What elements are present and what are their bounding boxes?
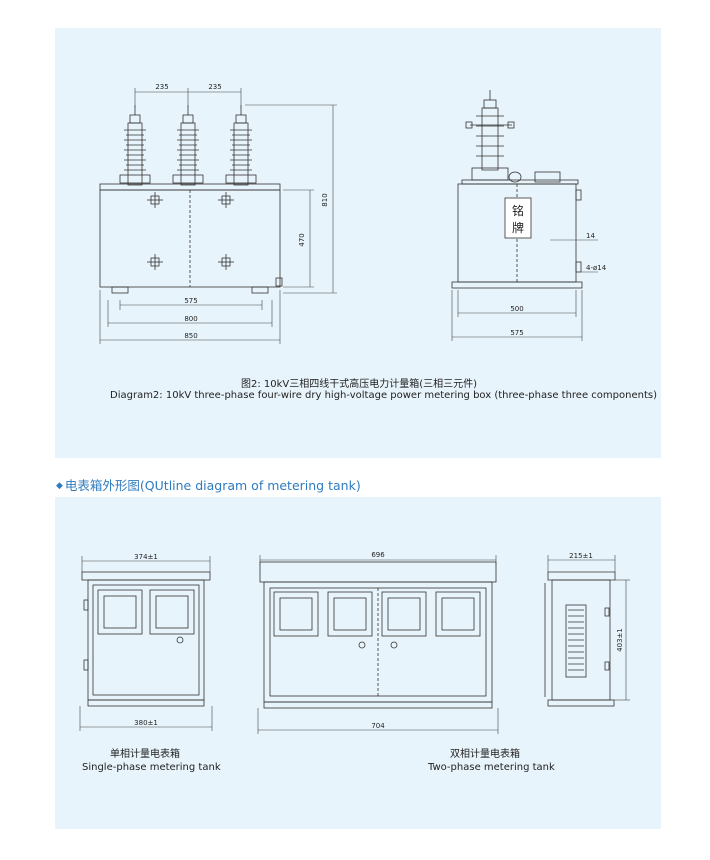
insulator-middle <box>172 105 204 186</box>
single-caption-cn: 单相计量电表箱 <box>110 749 180 760</box>
tank-side-view <box>544 571 616 707</box>
side-view-dimensions <box>451 239 598 341</box>
insulator-right <box>225 105 257 186</box>
two-phase-caption-en: Two-phase metering tank <box>428 762 555 773</box>
nameplate-char-2: 牌 <box>512 221 524 235</box>
dim-height-810: 810 <box>321 193 329 206</box>
single-bottom-dim: 380±1 <box>134 719 158 727</box>
two-phase-bottom-dim: 704 <box>371 722 385 730</box>
single-phase-dimensions <box>79 556 213 731</box>
dim-spacing-b: 235 <box>208 83 221 91</box>
front-view-metering-box <box>99 105 283 294</box>
tank-side-dimensions <box>547 555 630 701</box>
single-caption-en: Single-phase metering tank <box>82 762 221 773</box>
bottom-figure-panel <box>55 497 661 829</box>
top-caption-cn: 图2: 10kV三相四线干式高压电力计量箱(三相三元件) <box>241 379 478 390</box>
dim-width-850: 850 <box>184 332 197 340</box>
side-dim-500: 500 <box>510 305 523 313</box>
two-phase-dimensions <box>257 555 499 734</box>
two-phase-top-dim: 696 <box>371 551 385 559</box>
section-heading: ◆电表箱外形图(QUtline diagram of metering tank… <box>56 475 361 494</box>
dim-width-575: 575 <box>184 297 197 305</box>
dim-width-800: 800 <box>184 315 197 323</box>
section-bullet-icon: ◆ <box>56 481 63 491</box>
tank-side-height-dim: 403±1 <box>616 628 624 652</box>
top-figure-panel <box>55 28 661 458</box>
single-top-dim: 374±1 <box>134 553 158 561</box>
tank-side-top-dim: 215±1 <box>569 552 593 560</box>
dim-spacing-a: 235 <box>155 83 168 91</box>
two-phase-tank <box>259 561 497 709</box>
top-caption-en: Diagram2: 10kV three-phase four-wire dry… <box>110 390 657 401</box>
insulator-left <box>119 105 151 186</box>
front-view-dimensions <box>99 88 337 344</box>
side-dim-holes: 4-ø14 <box>586 264 607 272</box>
section-title-text: 电表箱外形图(QUtline diagram of metering tank) <box>64 478 361 493</box>
side-dim-14: 14 <box>586 232 595 240</box>
nameplate-char-1: 铭 <box>512 203 524 218</box>
dim-height-470: 470 <box>298 233 306 246</box>
side-dim-575: 575 <box>510 329 523 337</box>
two-phase-caption-cn: 双相计量电表箱 <box>450 749 520 760</box>
side-view-metering-box <box>451 90 583 289</box>
single-phase-tank <box>81 571 211 707</box>
